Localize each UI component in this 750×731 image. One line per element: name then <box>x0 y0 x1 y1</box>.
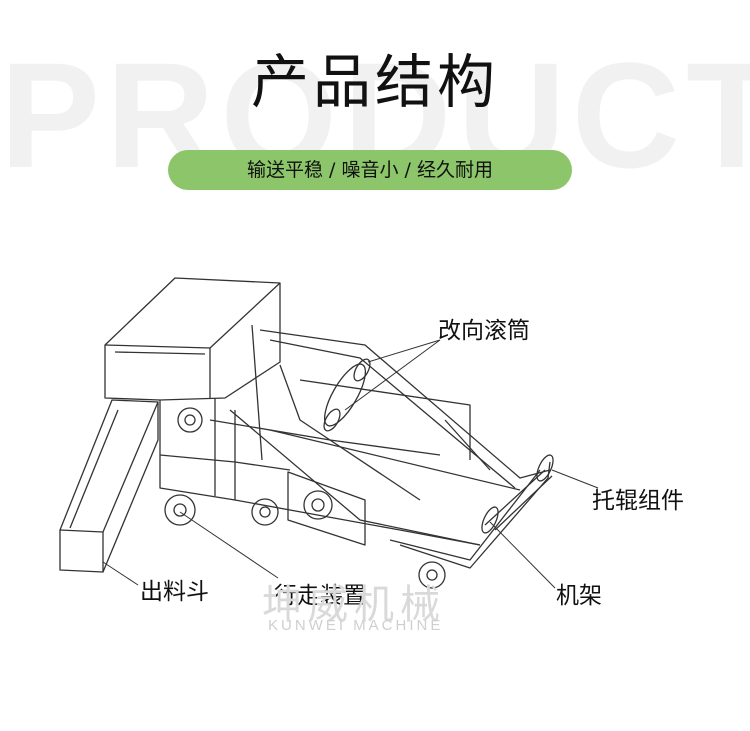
top-box-drawing <box>104 277 281 401</box>
idler-assembly-drawing <box>481 454 554 534</box>
wheel-drawings <box>164 407 446 589</box>
discharge-hopper-drawing <box>59 399 159 573</box>
page-title: 产品结构 <box>250 48 499 116</box>
watermark-english: KUNWEI MACHINE <box>268 617 444 634</box>
leader-lines <box>102 339 599 589</box>
frame-drawing <box>159 324 551 569</box>
label-idler-assembly: 托辊组件 <box>592 488 684 514</box>
gearbox-drawing <box>287 471 366 546</box>
watermark-chinese: 坤威机械 <box>262 582 446 628</box>
label-discharge-hopper: 出料斗 <box>140 579 209 605</box>
feature-banner: 输送平稳 / 噪音小 / 经久耐用 <box>168 150 572 190</box>
label-frame: 机架 <box>556 583 602 609</box>
label-redirect-drum: 改向滚筒 <box>438 318 530 344</box>
label-travel-device: 行走装置 <box>274 583 366 609</box>
redirect-drum-drawing <box>323 358 371 432</box>
